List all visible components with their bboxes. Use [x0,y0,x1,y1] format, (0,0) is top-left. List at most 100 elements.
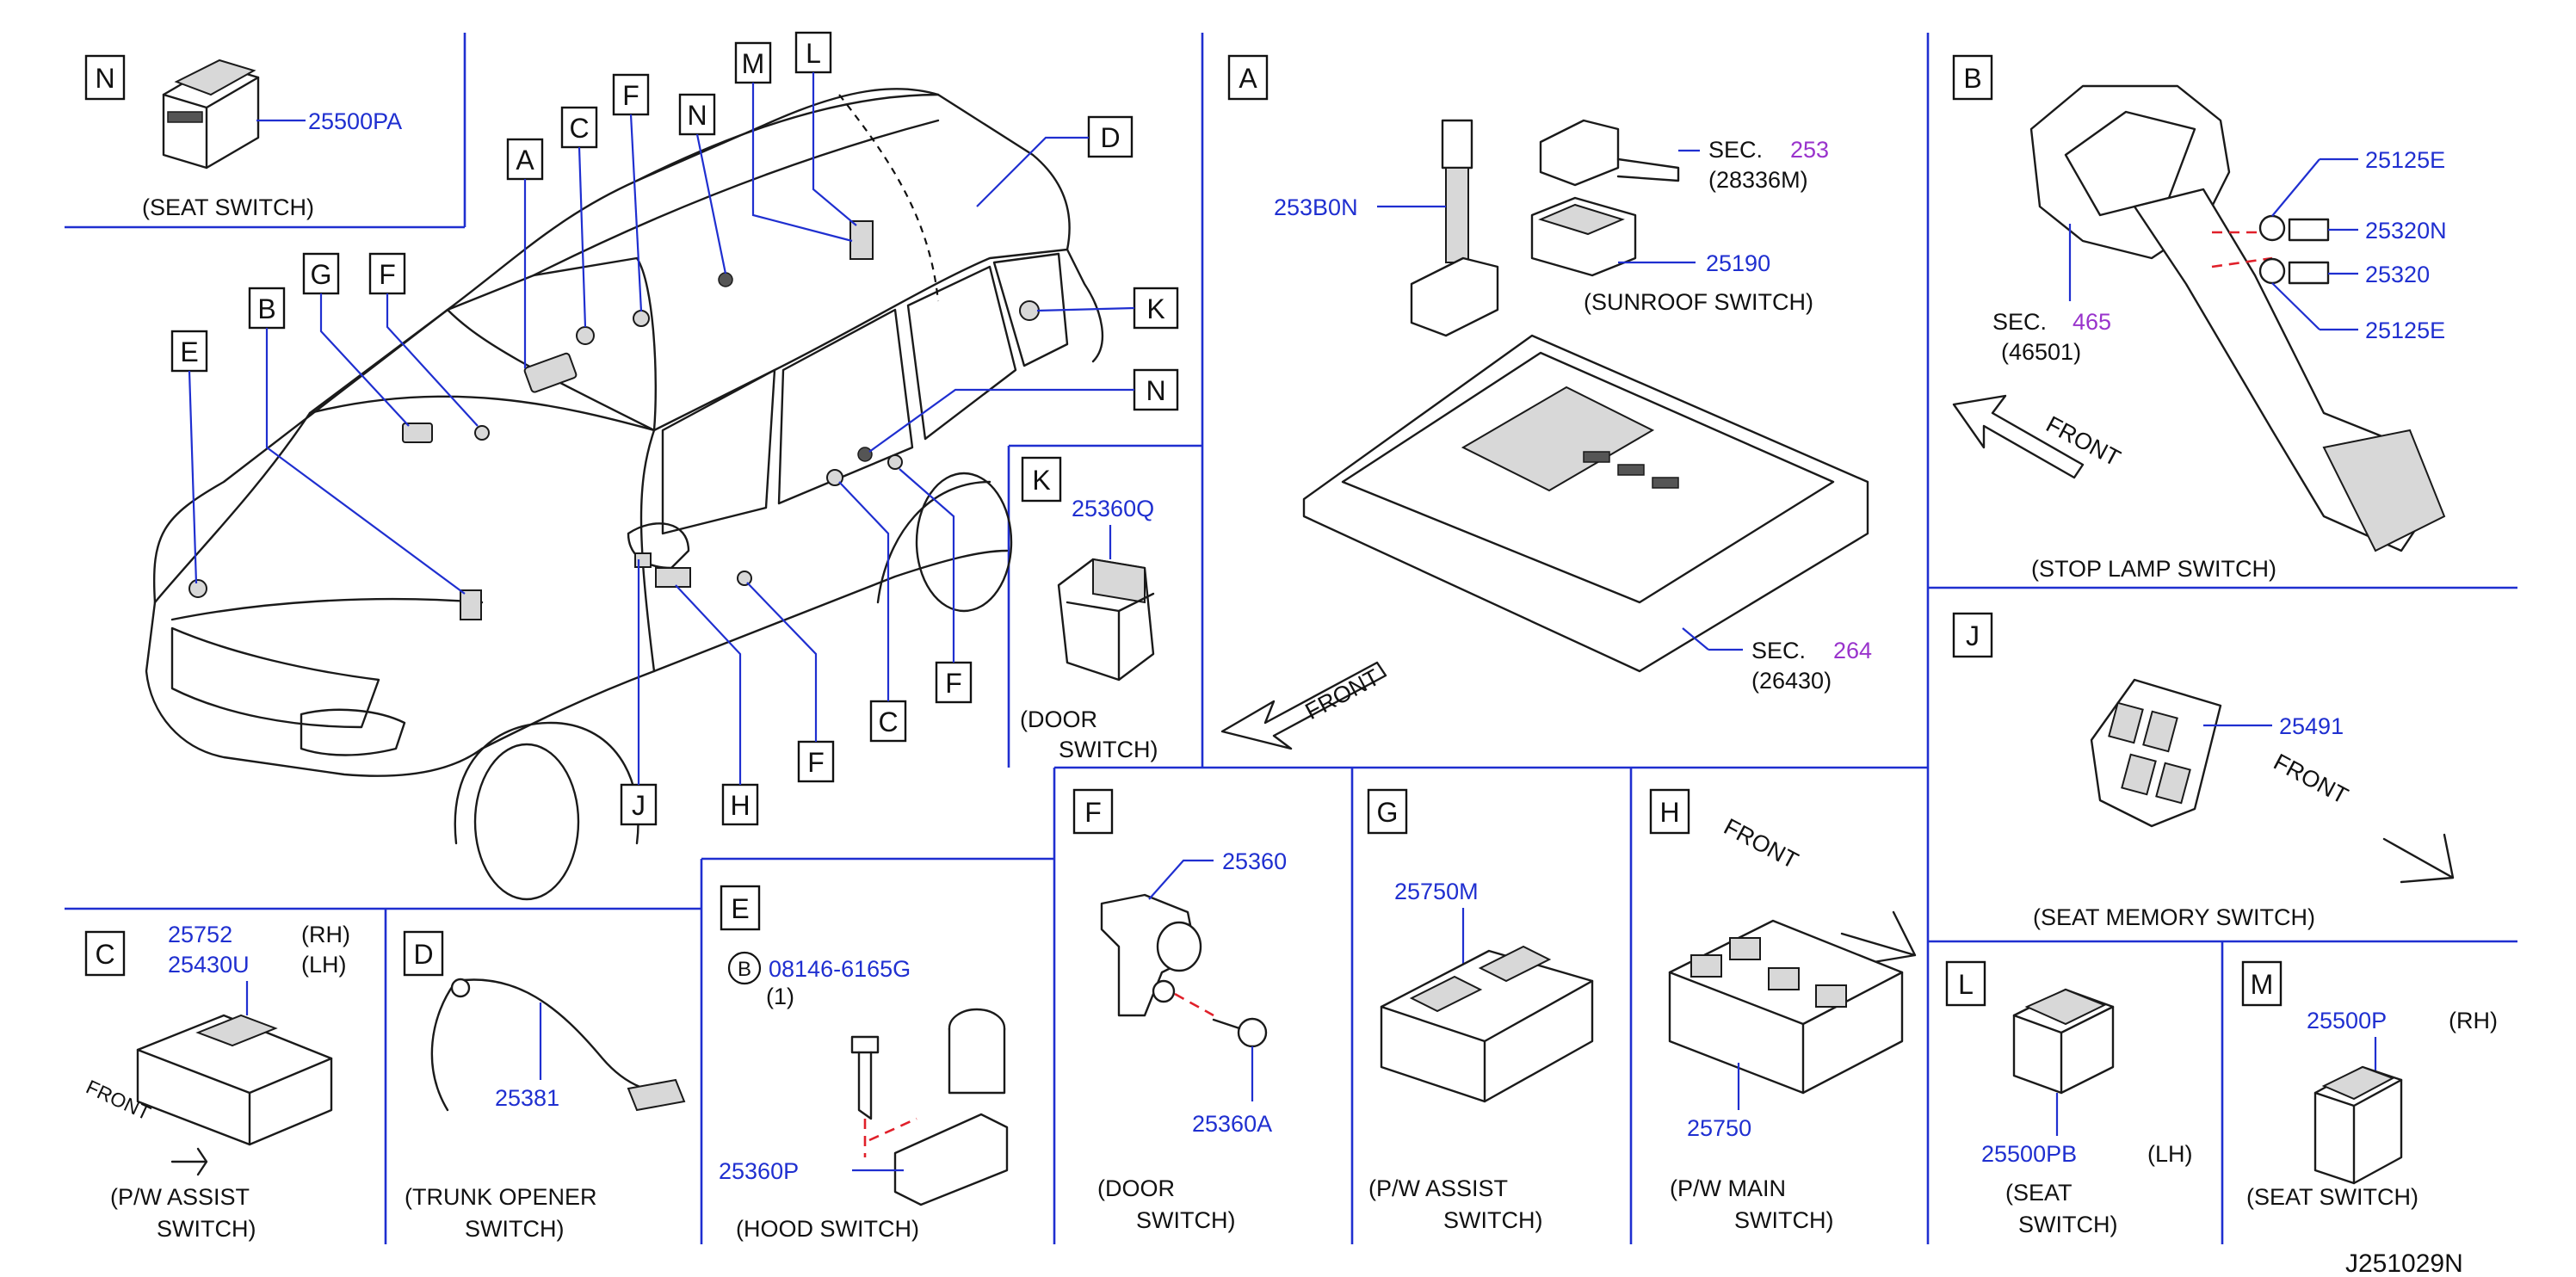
callout-l: L [806,38,821,69]
panel-dividers [65,33,2517,1244]
diagram-label: (SEAT [2005,1180,2073,1206]
diagram-label: SWITCH) [465,1216,564,1242]
diagram-label: D [413,939,433,970]
part-25360: 25360 [1222,848,1287,874]
diagram-id: J251029N [2345,1249,2463,1277]
diagram-label: L [1958,969,1974,1000]
caption-seat-memory-switch: (SEAT MEMORY SWITCH) [2033,904,2315,930]
callout-k: K [1146,293,1164,324]
part-25500pb: 25500PB [1981,1141,2077,1167]
diagram-label: (LH) [2147,1141,2193,1167]
panel-e: E B 08146-6165G (1) 25360P (HOOD SWITCH) [719,885,1009,1242]
panel-d: D 25381 (TRUNK OPENER SWITCH) [403,930,686,1242]
callout-n2: N [1146,375,1165,406]
callout-j: J [632,790,646,821]
panel-l: L 25500PB (LH) (SEAT SWITCH) [1945,960,2193,1237]
diagram-label: (SEAT SWITCH) [2246,1184,2418,1210]
diagram-label: (DOOR [1097,1175,1175,1201]
diagram-label: E [731,893,749,924]
diagram-label: SWITCH) [1443,1207,1542,1233]
diagram-label: SEC. [1992,309,2047,335]
callout-g: G [311,259,332,290]
diagram-label: SWITCH) [1136,1207,1235,1233]
diagram-label: (RH) [301,922,350,947]
caption-stop-lamp-switch: (STOP LAMP SWITCH) [2031,556,2276,582]
part-25125e-b: 25125E [2365,318,2445,343]
diagram-label: N [95,63,114,94]
callout-n: N [687,100,707,131]
panel-m: M 25500P (RH) (SEAT SWITCH) [2241,960,2498,1210]
diagram-label: B [738,958,751,981]
callout-f: F [622,80,639,111]
part-25360p: 25360P [719,1158,799,1184]
panel-k: K 25360Q (DOOR SWITCH) [1020,456,1158,762]
part-25360q: 25360Q [1072,496,1154,521]
diagram-label: (LH) [301,952,347,978]
caption-seat-switch-n: (SEAT SWITCH) [142,194,314,220]
diagram-label: M [2251,969,2274,1000]
diagram-label: SEC. [1751,638,1806,663]
callout-m: M [742,48,765,79]
diagram-label: (P/W ASSIST [1368,1175,1508,1201]
diagram-label: SWITCH) [1059,737,1158,762]
vehicle-callouts: A C F N M L D K N G F B E C F F J H [170,31,1179,826]
caption-hood-switch: (HOOD SWITCH) [736,1216,919,1242]
diagram-label: (46501) [2001,339,2081,365]
diagram-label: A [1239,63,1257,94]
panel-b: B 25125E 25320N 25320 25125E SEC. 465 (4… [1952,54,2447,582]
diagram-label: (RH) [2449,1008,2498,1033]
diagram-label: (26430) [1751,668,1832,694]
diagram-label: (P/W ASSIST [110,1184,250,1210]
diagram-label: (1) [766,984,794,1009]
panel-a: A 253B0N SEC. 253 (28336M) 25190 (SUNROO… [1220,54,1872,750]
diagram-label: 264 [1833,638,1872,663]
diagram-label: (P/W MAIN [1670,1175,1786,1201]
diagram-label: 08146-6165G [769,956,911,982]
panel-j: J 25491 FRONT (SEAT MEMORY SWITCH) [1952,612,2455,930]
callout-b: B [257,293,275,324]
diagram-label: K [1032,465,1050,496]
diagram-label: C [95,939,114,970]
diagram-label: FRONT [1301,664,1384,725]
part-25360a: 25360A [1192,1111,1272,1137]
diagram-label: 253 [1790,137,1829,163]
callout-e: E [180,336,198,367]
panel-g: G 25750M (P/W ASSIST SWITCH) [1367,788,1594,1233]
diagram-label: FRONT [2270,749,2352,809]
part-25500p: 25500P [2307,1008,2387,1033]
part-25320: 25320 [2365,262,2430,287]
part-253b0n: 253B0N [1274,194,1358,220]
callout-d: D [1100,122,1120,153]
panel-c: C 25752 (RH) 25430U (LH) FRONT (P/W ASSI… [83,922,350,1242]
part-25500pa: 25500PA [308,108,402,134]
callout-f3: F [945,668,962,699]
callout-f2: F [379,259,396,290]
callout-f4: F [807,747,825,778]
part-25491: 25491 [2279,713,2344,739]
callout-c2: C [878,706,898,737]
diagram-label: J [1966,620,1980,651]
diagram-label: H [1659,797,1679,828]
diagram-label: (DOOR [1020,706,1097,732]
diagram-label: G [1377,797,1399,828]
callout-c: C [569,113,589,144]
part-25320n: 25320N [2365,218,2447,244]
panel-f: F 25360 25360A (DOOR SWITCH) [1072,788,1287,1233]
caption-sunroof-switch: (SUNROOF SWITCH) [1584,289,1813,315]
panel-h: H FRONT 25750 (P/W MAIN SWITCH) [1649,788,1917,1233]
part-25125e-a: 25125E [2365,147,2445,173]
diagram-label: 25430U [168,952,250,978]
diagram-label: (TRUNK OPENER [405,1184,597,1210]
diagram-label: FRONT [1720,813,1802,873]
diagram-label: 25752 [168,922,232,947]
part-25381: 25381 [495,1085,559,1111]
diagram-label: FRONT [2042,411,2124,472]
part-25750: 25750 [1687,1115,1751,1141]
callout-a: A [516,145,534,176]
diagram-label: B [1963,63,1981,94]
diagram-label: 465 [2073,309,2111,335]
diagram-label: SWITCH) [1734,1207,1833,1233]
part-25750m: 25750M [1394,879,1479,904]
diagram-label: SEC. [1708,137,1763,163]
